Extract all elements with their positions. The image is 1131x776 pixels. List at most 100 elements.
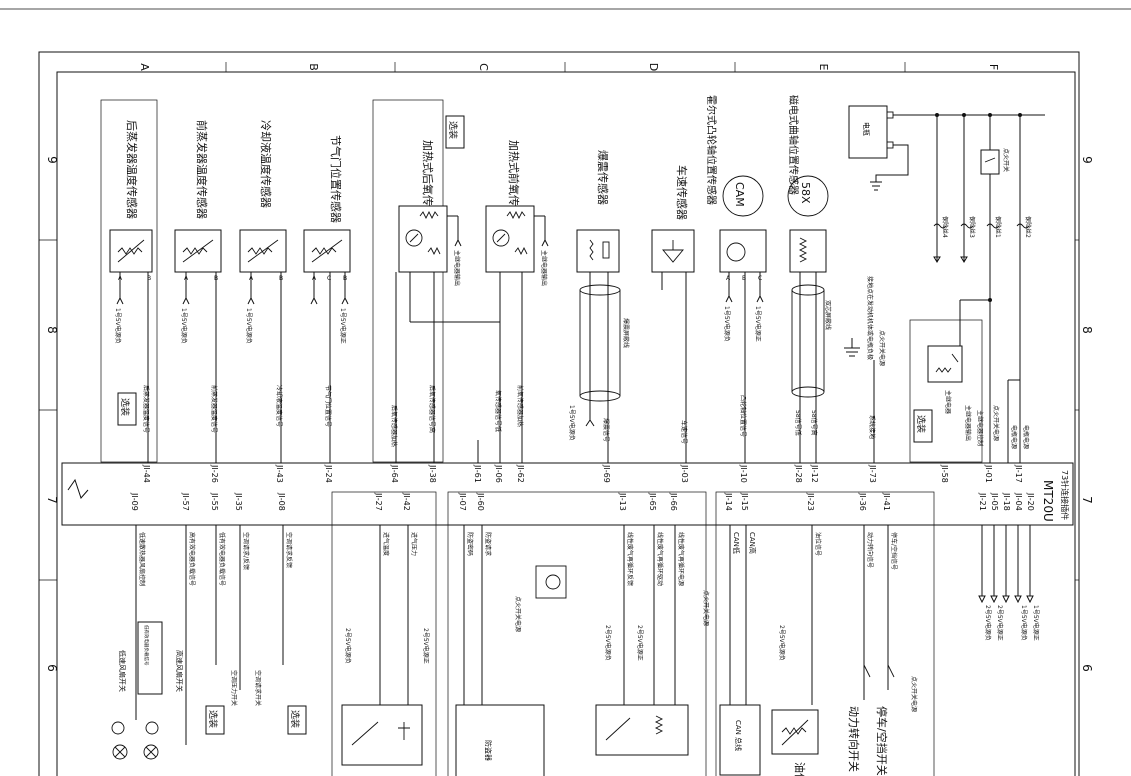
conn-ji-23: JI-23: [806, 492, 815, 511]
knock-feed: 1号5V电源负: [568, 405, 576, 441]
conn-ji-13: JI-13: [618, 492, 627, 511]
bottom-signals: JI-09 JI-57 JI-55 JI-35 JI-08 JI-27 JI-4…: [111, 491, 935, 776]
conn-ji-14: JI-14: [724, 492, 733, 511]
egr-rail-pos: 2号5V电源正: [636, 625, 644, 661]
cam-label: 霍尔式凸轮轴位置传感器: [705, 95, 718, 205]
rear-evap-pin-b: B: [147, 275, 151, 282]
coolant-feed: 1号5V电源负: [245, 308, 253, 344]
conn-ji-65: JI-65: [648, 492, 657, 511]
front-evap-sensor: 前蒸发器温度传感器 A B 1号5V电源负 前蒸发器温度信号 JI-26: [174, 120, 222, 483]
row-9-left: 9: [45, 156, 59, 164]
power-section: 电瓶 点火开关 保险丝4 保险丝3 保险丝1 保险丝2 接地点在发动机机体或电瓶…: [844, 105, 1045, 641]
sig-intake-press: 进气压力: [410, 532, 418, 556]
rear-o2-feed: 主继电器输出: [453, 250, 461, 286]
battery-power-label-2: 电瓶电源: [1022, 425, 1030, 449]
conn-ji-01: JI-01: [984, 464, 993, 483]
steering-switch: 动力转向开关: [847, 706, 861, 772]
row-8-left: 8: [45, 326, 59, 334]
front-o2-heat: 前氧传感器加热: [516, 385, 524, 427]
conn-ji-18: JI-18: [1002, 492, 1011, 511]
cam-badge: CAM: [733, 182, 746, 207]
row-9-right: 9: [1080, 156, 1094, 164]
knock-sensor: 爆震传感器 爆震屏蔽线 1号5V电源负 爆震信号 JI-69 JI-61: [473, 150, 630, 483]
conn-ji-04: JI-04: [1014, 492, 1023, 511]
conn-ji-27: JI-27: [374, 492, 383, 511]
crank-shield: 双芯屏蔽线: [824, 300, 832, 330]
conn-ji-35: JI-35: [234, 492, 243, 511]
front-evap-label: 前蒸发器温度传感器: [195, 120, 209, 219]
sys-ground-label: 系统接地: [868, 415, 876, 439]
relay-ctrl-label: 主继电器控制: [976, 410, 984, 446]
col-f: F: [987, 64, 1000, 70]
relay-option: 选装: [915, 415, 927, 433]
sig-can-low: CAN低: [732, 532, 741, 554]
conn-ji-42: JI-42: [402, 492, 411, 511]
ground-note: 接地点在发动机机体或电瓶负极: [866, 276, 874, 360]
conn-ji-57: JI-57: [181, 492, 190, 511]
rear-evap-option: 选装: [119, 398, 131, 416]
sig-neutral: 停车/空挡信号: [890, 532, 898, 570]
sig-low-fan-sub: 低有效电器负载信号: [143, 625, 150, 666]
high-fan-switch: 高速风扇开关: [175, 650, 184, 692]
conn-ji-61: JI-61: [473, 464, 482, 483]
immobilizer-label: 防盗器: [484, 740, 493, 761]
front-o2-signal: 氧传感器信号低: [494, 390, 502, 432]
ac-press-switch: 空调压力开关: [230, 670, 238, 706]
ecu-name: MT20U: [1041, 480, 1055, 522]
sig-steering: 动力转向信号: [866, 532, 874, 568]
knock-shield: 爆震屏蔽线: [622, 318, 630, 348]
neutral-ign-power: 点火开关电源: [910, 676, 918, 712]
can-module-label: CAN 总线: [734, 720, 743, 751]
col-a: A: [138, 63, 151, 71]
rear-evap-feed: 1号5V电源负: [114, 308, 122, 344]
front-o2-sensor: 加热式前氧传感器 主继电器输出 氧传感器信号低 前氧传感器加热 JI-06 JI…: [485, 140, 549, 483]
conn-ji-41: JI-41: [882, 492, 891, 511]
rail-label-2: 1号5V电源负: [1020, 605, 1028, 641]
main-relay-label: 主继电器: [944, 390, 952, 414]
conn-ji-64: JI-64: [390, 464, 399, 483]
row-8-right: 8: [1080, 326, 1094, 334]
rail-label-4: 2号5V电源负: [984, 605, 992, 641]
crank-signal-lo: 58信号低: [794, 410, 802, 436]
front-evap-signal: 前蒸发器温度信号: [210, 385, 218, 433]
ecu-subtitle: 73针连接插件: [1060, 470, 1070, 520]
rear-o2-heat: 后氧传感器加热: [390, 405, 398, 447]
sig-intake-temp: 进气温度: [382, 532, 390, 556]
coolant-signal: 冷却液温度信号: [275, 385, 283, 427]
rail-label-1: 1号5V电源正: [1032, 605, 1040, 641]
fuse-4: 保险丝4: [941, 216, 949, 238]
col-d: D: [647, 63, 660, 71]
conn-ji-38: JI-38: [428, 464, 437, 483]
row-7-left: 7: [45, 496, 59, 504]
fuse-3: 保险丝3: [968, 216, 976, 238]
conn-ji-17: JI-17: [1014, 464, 1023, 483]
conn-ji-62: JI-62: [516, 464, 525, 483]
crank-signal-hi: 58信号高: [810, 410, 818, 436]
fuse-2: 保险丝2: [1024, 216, 1032, 238]
cam-feed-pos: 1号5V电源正: [754, 306, 762, 342]
rear-o2-signal: 后氧传感器信号高: [428, 385, 436, 433]
egr-ign-power: 点火开关电源: [702, 590, 710, 626]
knock-signal: 爆震信号: [602, 418, 610, 442]
throttle-sensor: 节气门位置传感器 A C B 1号5V电源正 节气门位置信号 JI-24: [303, 135, 351, 483]
inner-frame: [56, 71, 1076, 776]
sig-immo-code: 防盗密码: [466, 532, 474, 556]
ign-power-label-2: 点火开关电源: [992, 405, 1000, 441]
sig-immo-req: 防盗请求: [484, 532, 492, 556]
crank-sensor: 磁电式曲轴位置传感器 58X 双芯屏蔽线 58信号高 58信号低 JI-28 J…: [787, 95, 832, 483]
conn-ji-66: JI-66: [669, 492, 678, 511]
conn-ji-73: JI-73: [868, 464, 877, 483]
conn-ji-15: JI-15: [740, 492, 749, 511]
col-c: C: [477, 63, 490, 71]
front-o2-feed: 主继电器输出: [540, 250, 548, 286]
ac-req-switch: 空调请求开关: [254, 670, 262, 706]
conn-ji-26: JI-26: [210, 464, 219, 483]
conn-ji-03: JI-03: [680, 464, 689, 483]
battery-label: 电瓶: [862, 122, 871, 136]
throttle-pin-c: C: [327, 275, 331, 282]
rear-evap-signal: 后蒸发器温度信号: [142, 385, 150, 433]
conn-ji-20: JI-20: [1026, 492, 1035, 511]
cam-sensor: 霍尔式凸轮轴位置传感器 CAM A B C 1号5V电源负 1号5V电源正 凸轮…: [705, 95, 767, 483]
conn-ji-08: JI-08: [277, 492, 286, 511]
column-markers: A B C D E F: [138, 62, 1000, 72]
